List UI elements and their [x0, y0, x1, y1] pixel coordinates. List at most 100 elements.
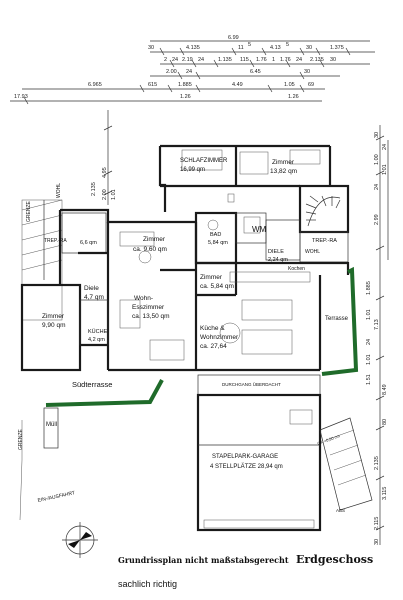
dim-top-row4-3: 30: [304, 69, 310, 75]
dim-top-row3-1: 24: [172, 57, 178, 63]
dim-right-5: 2.99: [374, 214, 380, 225]
dim-top-row3-2: 2.19: [182, 57, 193, 63]
wohl-left-label: WOHL: [56, 183, 62, 198]
dim-right-16: 2.115: [374, 517, 380, 530]
dim-right-3: 1.01: [382, 164, 388, 175]
room-diele-left-area: 4,7 qm: [84, 294, 104, 301]
dim-top-row5-0: 6.965: [88, 82, 102, 88]
room-zimmer-right-name: Zimmer: [272, 159, 295, 166]
dim-left-1: 2.00: [102, 189, 108, 200]
room-66-area: 6,6 qm: [80, 240, 97, 246]
abs-label: ABS: [336, 508, 345, 513]
south-terrace-label: Südterrasse: [72, 380, 112, 389]
neighbour-building-left: GRENZE WOHL: [21, 183, 63, 321]
room-wm-name: WM: [252, 225, 267, 234]
room-kueche-small-name: KÜCHE: [88, 328, 108, 335]
terrace-label: Terrasse: [325, 316, 349, 322]
south-terrace-outline: [45, 379, 164, 407]
room-diele-right-name: DIELE: [268, 249, 284, 255]
room-wohn-ess-name-1: Wohn-: [134, 295, 153, 302]
floor-name: Erdgeschoss: [296, 553, 373, 566]
north-arrow: [62, 522, 98, 558]
dim-top-row3-9: 24: [296, 57, 302, 63]
dim-right-9: 24: [366, 339, 372, 345]
boundary-label-top: GRENZE: [26, 201, 32, 223]
room-diele-right-area: 2,24 qm: [268, 257, 288, 263]
dim-right-2: 24: [382, 144, 388, 150]
dim-left-0: 4.95: [102, 167, 108, 178]
dim-right-7: 7.13: [374, 319, 380, 330]
dim-right-8: 1.01: [366, 309, 372, 320]
dim-top-row2-6: 30: [306, 45, 312, 51]
dim-top-row6-1: 1.26: [288, 94, 299, 100]
garage-label-line1: STAPELPARK-GARAGE: [212, 454, 278, 460]
dim-top-row3-7: 1: [272, 57, 275, 63]
right-dimension-lines: 30 1.00 24 1.01 24 2.99 1.885 7.13 1.01 …: [366, 125, 389, 545]
dim-top-row2-0: 30: [148, 45, 154, 51]
room-bad-name: BAD: [210, 232, 221, 238]
room-zimmer-990-name: Zimmer: [42, 313, 65, 320]
dim-top-row2-7: 1.375: [330, 45, 344, 51]
dim-top-row2-3: 5: [248, 42, 251, 48]
room-bad-area: 5,84 qm: [208, 240, 228, 246]
room-kueche-small-area: 4,2 qm: [88, 337, 105, 343]
dim-top-row1: 6.99: [228, 35, 239, 41]
dim-top-row5-2: 1.885: [178, 82, 192, 88]
dim-top-row4-0: 2.00: [166, 69, 177, 75]
dim-top-row5-1: 615: [148, 82, 157, 88]
dim-top-row3-3: 24: [198, 57, 204, 63]
dim-top-row3-8: 1.76: [280, 57, 291, 63]
dim-top-row3-10: 2.135: [310, 57, 324, 63]
plan-footer: Grundrissplan nicht maßstabsgerecht Erdg…: [118, 553, 373, 589]
room-kochen-name: Kochen: [288, 266, 305, 272]
room-zimmer-584-area: ca. 5,84 qm: [200, 283, 234, 290]
dim-top-row7-0: 17.93: [14, 94, 28, 100]
boundary-label-bottom: GRENZE: [18, 429, 24, 451]
dim-top-row3-0: 2: [164, 57, 167, 63]
room-kueche-wohn-name-1: Küche &: [200, 325, 225, 332]
room-schlafzimmer-area: 16,99 qm: [180, 167, 205, 173]
dim-top-row4-2: 6.45: [250, 69, 261, 75]
room-trep-right-name: TREP.-RA: [312, 238, 337, 244]
dim-right-6: 1.885: [366, 281, 372, 295]
room-wohn-ess-name-2: Esszimmer: [132, 304, 165, 311]
top-dimension-lines: 6.99 30 4.135 11 5 4.13 5 30 1.375 2 24 …: [10, 35, 375, 105]
room-zimmer-960-name: Zimmer: [143, 236, 166, 243]
handwritten-note: sachlich richtig: [118, 579, 177, 589]
upper-wing: [158, 144, 350, 265]
plan-title: Grundrissplan nicht maßstabsgerecht: [118, 555, 289, 565]
dim-right-11: 1.51: [366, 374, 372, 385]
dim-right-10: 1.01: [366, 354, 372, 365]
dim-top-row3-11: 30: [330, 57, 336, 63]
dim-top-row2-4: 4.13: [270, 45, 281, 51]
dim-right-17: 30: [374, 539, 380, 545]
room-diele-left-name: Diele: [84, 285, 99, 292]
dim-top-row3-4: 1.135: [218, 57, 232, 63]
terrace-and-garage: GRENZE: [18, 266, 373, 532]
room-trep-left-name: TREP.-RA: [44, 238, 67, 244]
left-dimension-lines: 4.95 2.00 2.135 1.01: [91, 110, 117, 205]
dim-right-0: 30: [374, 132, 380, 138]
dim-right-14: 2.135: [374, 456, 380, 470]
dim-right-1: 1.00: [374, 154, 380, 165]
main-body-walls: [20, 208, 350, 372]
room-schlafzimmer-name: SCHLAFZIMMER: [180, 158, 228, 164]
dim-left-3: 1.01: [111, 189, 117, 200]
dim-left-2: 2.135: [91, 182, 97, 196]
dim-right-13: 80: [382, 419, 388, 425]
east-terrace-outline: [321, 266, 359, 376]
dim-top-row2-1: 4.135: [186, 45, 200, 51]
garage-label-line2: 4 STELLPLÄTZE 28,94 qm: [210, 463, 283, 470]
dim-top-row5-4: 1.05: [284, 82, 295, 88]
room-zimmer-584-name: Zimmer: [200, 274, 223, 281]
room-labels: SCHLAFZIMMER 16,99 qm Zimmer 13,82 qm BA…: [42, 158, 337, 350]
dim-top-row2-2: 11: [238, 45, 244, 51]
room-zimmer-960-area: ca. 9,60 qm: [133, 246, 167, 253]
dim-top-row5-3: 4.49: [232, 82, 243, 88]
dim-top-row3-5: 115: [240, 57, 249, 63]
dim-top-row4-1: 24: [186, 69, 192, 75]
room-wohn-ess-area: ca. 13,50 qm: [132, 313, 170, 320]
dim-top-row5-5: 69: [308, 82, 314, 88]
room-zimmer-right-area: 13,82 qm: [270, 168, 297, 175]
